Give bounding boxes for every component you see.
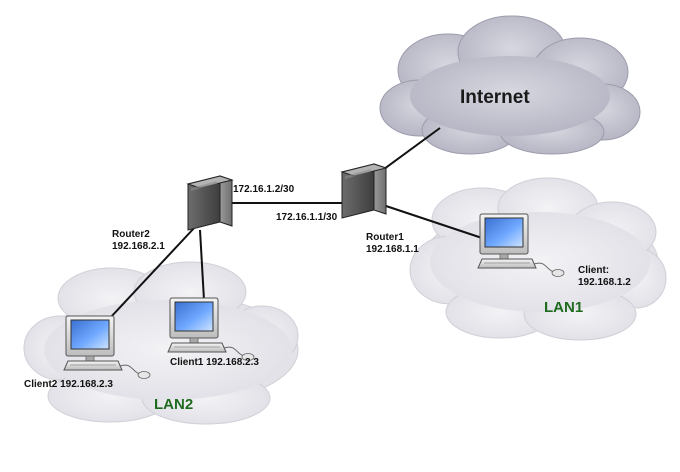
router1-wan-ip: 172.16.1.1/30 — [276, 212, 338, 223]
link-router1-internet — [379, 127, 441, 173]
router1-icon — [341, 163, 387, 219]
router1-ip: 192.168.1.1 — [366, 244, 419, 255]
router1-name: Router1 — [366, 232, 404, 243]
internet-cloud — [379, 15, 641, 155]
lan1-client-name: Client: — [578, 265, 610, 276]
lan1-label: LAN1 — [544, 299, 584, 316]
router2-ip: 192.168.2.1 — [112, 241, 165, 252]
links — [109, 127, 483, 319]
link-router1-lan1-client — [385, 205, 483, 239]
lan2-label: LAN2 — [154, 396, 194, 413]
lan1-client-ip: 192.168.1.2 — [578, 277, 631, 288]
lan1-cloud — [409, 177, 667, 341]
router2-name: Router2 — [112, 229, 150, 240]
client2-label: Client2 192.168.2.3 — [24, 379, 113, 390]
link-router2-client2 — [109, 225, 197, 319]
internet-label: Internet — [460, 87, 530, 108]
link-router2-client1 — [199, 229, 205, 301]
router2-icon — [187, 175, 233, 231]
router2-wan-ip: 172.16.1.2/30 — [233, 184, 295, 195]
client1-label: Client1 192.168.2.3 — [170, 357, 259, 368]
